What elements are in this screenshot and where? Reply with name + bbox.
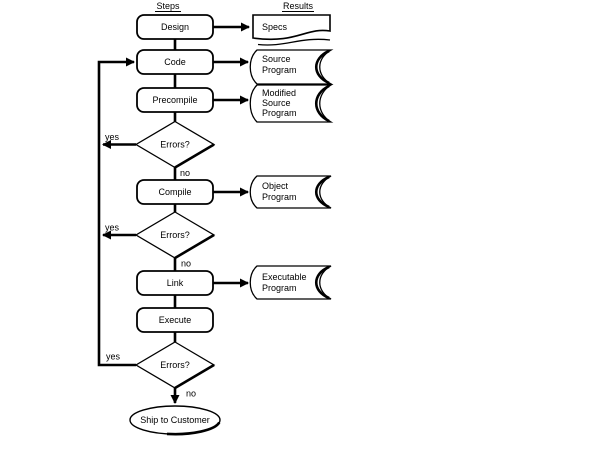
page-curl-arc	[314, 265, 330, 300]
ellipse-shadow-edge	[166, 421, 221, 436]
result-source-program: Source Program	[249, 49, 334, 85]
step-box-precompile: Precompile	[136, 87, 214, 113]
terminal-label: Ship to Customer	[140, 415, 210, 425]
yes-label-2: yes	[105, 223, 120, 233]
step-box-link: Link	[136, 270, 214, 296]
page-curl-arc	[314, 49, 330, 85]
specs-label: Specs	[262, 22, 288, 32]
step-box-compile: Compile	[136, 179, 214, 205]
source-program-line-2: Program	[262, 65, 297, 75]
loop-back-line	[97, 57, 136, 367]
diamond-shadow-edge	[174, 233, 215, 260]
page-curl-arc	[314, 84, 330, 123]
errors-decision-1: Errors? yes no	[102, 120, 216, 178]
results-column-header: Results	[283, 1, 314, 11]
terminal-ship-to-customer: Ship to Customer	[129, 405, 221, 436]
result-object-program: Object Program	[249, 175, 332, 209]
no-label-2: no	[181, 259, 191, 269]
design-label: Design	[161, 22, 189, 32]
modified-line-3: Program	[262, 108, 297, 118]
no-label-3: no	[186, 389, 196, 399]
source-program-line-1: Source	[262, 54, 291, 64]
errors-label-2: Errors?	[160, 230, 190, 240]
result-arrows	[213, 22, 250, 288]
errors-decision-3: Errors? yes no	[106, 341, 216, 404]
column-headers: Steps Results	[155, 1, 314, 12]
compile-label: Compile	[158, 187, 191, 197]
step-box-execute: Execute	[136, 307, 214, 333]
errors-label-3: Errors?	[160, 360, 190, 370]
page-curl-arc	[314, 175, 330, 209]
no-label-1: no	[180, 168, 190, 178]
result-modified-source-program: Modified Source Program	[249, 84, 334, 123]
diamond-shadow-edge	[174, 363, 215, 390]
executable-line-1: Executable	[262, 272, 307, 282]
yes-label-1: yes	[105, 132, 120, 142]
modified-line-1: Modified	[262, 88, 296, 98]
modified-line-2: Source	[262, 98, 291, 108]
errors-decision-2: Errors? yes no	[102, 211, 216, 269]
step-box-design: Design	[136, 14, 214, 40]
yes-label-3: yes	[106, 352, 121, 362]
result-executable-program: Executable Program	[249, 265, 332, 300]
link-label: Link	[167, 278, 184, 288]
execute-label: Execute	[159, 315, 192, 325]
object-program-line-2: Program	[262, 192, 297, 202]
object-program-line-1: Object	[262, 181, 289, 191]
precompile-label: Precompile	[152, 95, 197, 105]
result-specs-document: Specs	[252, 14, 331, 46]
code-label: Code	[164, 57, 186, 67]
document-second-wave	[257, 38, 331, 46]
executable-line-2: Program	[262, 283, 297, 293]
steps-column-header: Steps	[156, 1, 180, 11]
diamond-shadow-edge	[174, 143, 215, 169]
step-box-code: Code	[136, 49, 214, 75]
errors-label-1: Errors?	[160, 140, 190, 150]
